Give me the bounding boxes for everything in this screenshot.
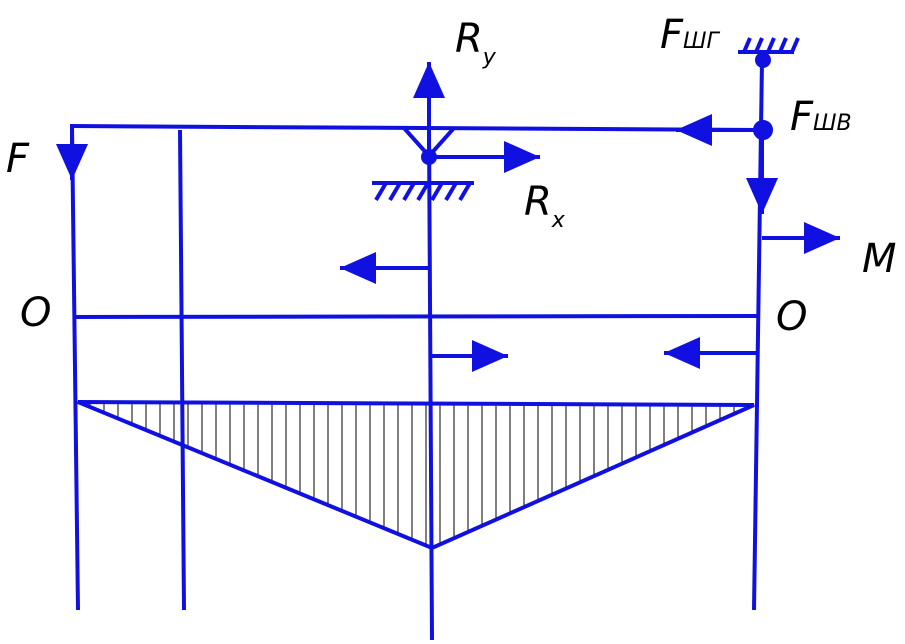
support-ground-hatch: [374, 181, 472, 202]
label-Fshv: FШВ: [790, 94, 852, 140]
center-support: [372, 126, 474, 202]
right-hinge-support: [738, 37, 800, 140]
second-vertical-line: [178, 129, 186, 611]
labels: F Ry Rx FШГ FШВ M O O: [6, 12, 897, 340]
label-Fshg-main: F: [660, 12, 684, 58]
label-Rx-sub: x: [551, 208, 566, 233]
axis-o-o-line: [73, 314, 759, 319]
label-Fshv-main: F: [790, 94, 814, 140]
label-Fshv-sub: ШВ: [813, 111, 852, 136]
label-Ry-sub: y: [482, 45, 497, 70]
label-M: M: [862, 236, 897, 282]
moment-triangle: [77, 400, 755, 551]
moment-diagram: [77, 400, 755, 551]
label-Fshg-sub: ШГ: [683, 29, 721, 54]
label-Rx-main: R: [524, 179, 552, 225]
vertical-lines: [70, 59, 764, 641]
hinge-top-pin: [755, 52, 771, 68]
label-Rx: Rx: [524, 179, 566, 233]
horizontal-lines: [69, 124, 763, 319]
left-vertical-line: [70, 125, 80, 611]
moment-hatching: [89, 404, 749, 544]
label-O-left: O: [20, 290, 51, 336]
label-Ry: Ry: [455, 16, 497, 70]
label-O-right: O: [776, 294, 807, 340]
center-vertical-line: [427, 129, 434, 641]
label-Ry-main: R: [455, 16, 483, 62]
top-beam-line: [69, 124, 763, 132]
force-arrows: [56, 62, 840, 372]
label-Fshg: FШГ: [660, 12, 721, 58]
label-F: F: [6, 136, 30, 182]
